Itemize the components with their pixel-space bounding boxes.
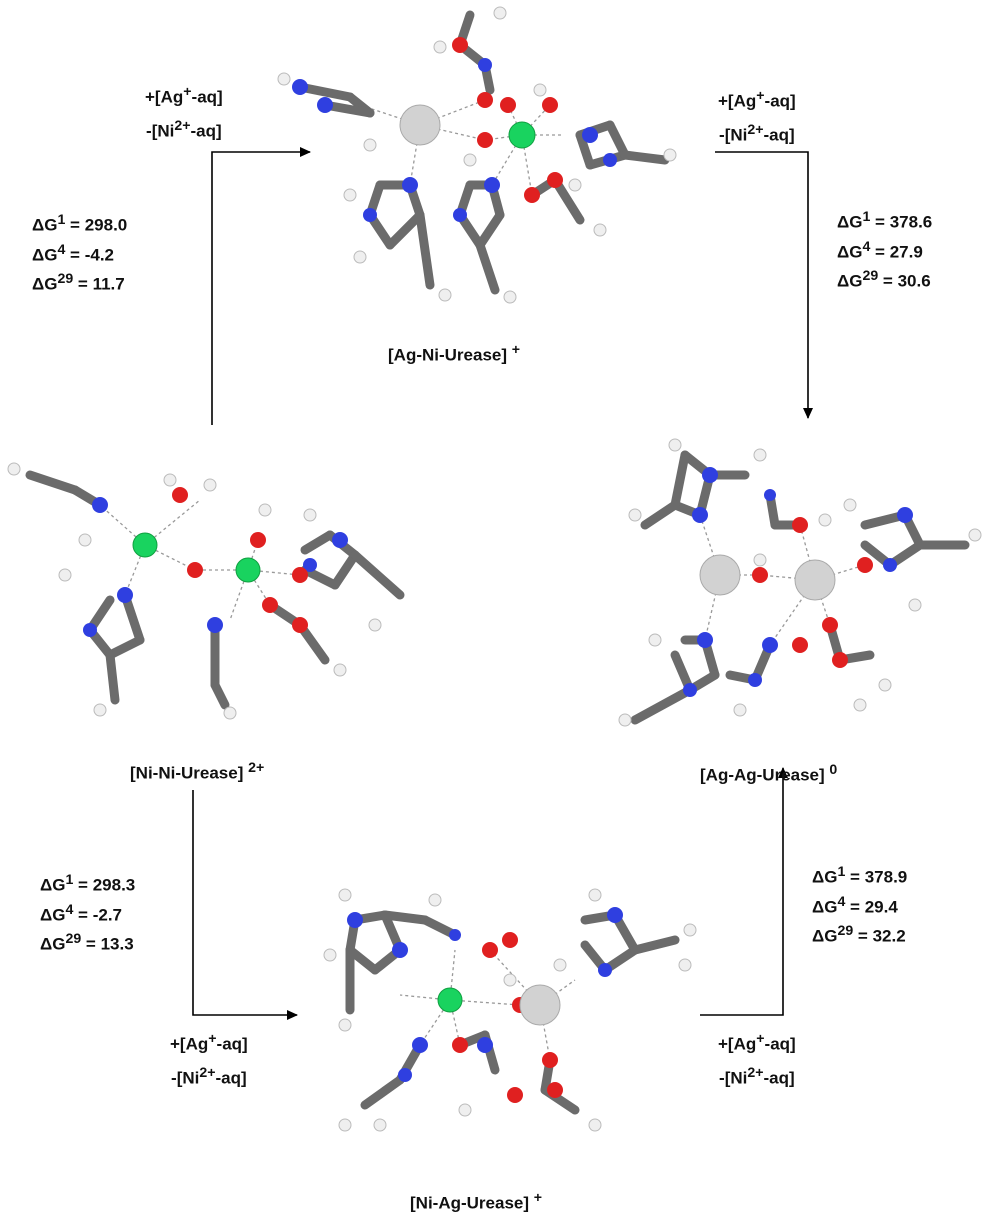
energies-top-left: ΔG1 = 298.0 ΔG4 = -4.2 ΔG29 = 11.7 <box>32 212 128 294</box>
dg1-value: 378.6 <box>889 212 933 232</box>
complex-label-ni-ag: [Ni-Ag-Urease] + <box>410 1190 542 1214</box>
reaction-label-bottom-right: +[Ag+-aq] -[Ni2+-aq] <box>718 1031 796 1088</box>
complex-charge: + <box>511 342 521 358</box>
complex-charge: 0 <box>829 762 838 778</box>
dg1-value: 298.3 <box>92 875 136 895</box>
complex-label-ag-ag: [Ag-Ag-Urease] 0 <box>700 762 837 786</box>
dg1-value: 298.0 <box>84 215 128 235</box>
energies-bottom-left: ΔG1 = 298.3 ΔG4 = -2.7 ΔG29 = 13.3 <box>40 872 136 954</box>
arrow-bottom-left <box>192 790 298 1020</box>
dg4-value: -2.7 <box>92 905 122 925</box>
complex-charge: 2+ <box>248 760 265 776</box>
structure-ni-ag-urease <box>323 888 697 1132</box>
reaction-label-top-right: +[Ag+-aq] -[Ni2+-aq] <box>718 88 796 145</box>
complex-name: [Ag-Ni-Urease] <box>388 345 508 365</box>
structure-ni-ni-urease <box>7 462 405 720</box>
dg1-value: 378.9 <box>864 867 908 887</box>
complex-name: [Ni-Ag-Urease] <box>410 1193 530 1213</box>
energies-bottom-right: ΔG1 = 378.9 ΔG4 = 29.4 ΔG29 = 32.2 <box>812 864 908 946</box>
dg4-value: -4.2 <box>84 245 114 265</box>
complex-name: [Ag-Ag-Urease] <box>700 765 825 785</box>
complex-label-ni-ni: [Ni-Ni-Urease] 2+ <box>130 760 264 784</box>
reaction-label-top-left: +[Ag+-aq] -[Ni2+-aq] <box>145 84 223 141</box>
arrow-top-left <box>211 147 311 425</box>
structure-ag-ni-urease <box>277 6 677 304</box>
arrow-bottom-right <box>700 767 788 1016</box>
arrow-top-right <box>715 151 813 419</box>
complex-name: [Ni-Ni-Urease] <box>130 763 244 783</box>
reaction-label-bottom-left: +[Ag+-aq] -[Ni2+-aq] <box>170 1031 248 1088</box>
structure-ag-ag-urease <box>618 438 982 727</box>
complex-label-ag-ni: [Ag-Ni-Urease] + <box>388 342 520 366</box>
dg29-value: 32.2 <box>872 926 906 946</box>
dg29-value: 13.3 <box>100 934 134 954</box>
dg29-value: 30.6 <box>897 271 931 291</box>
dg29-value: 11.7 <box>92 274 125 294</box>
energies-top-right: ΔG1 = 378.6 ΔG4 = 27.9 ΔG29 = 30.6 <box>837 209 933 291</box>
dg4-value: 27.9 <box>889 242 923 262</box>
dg4-value: 29.4 <box>864 897 898 917</box>
complex-charge: + <box>533 1190 543 1206</box>
